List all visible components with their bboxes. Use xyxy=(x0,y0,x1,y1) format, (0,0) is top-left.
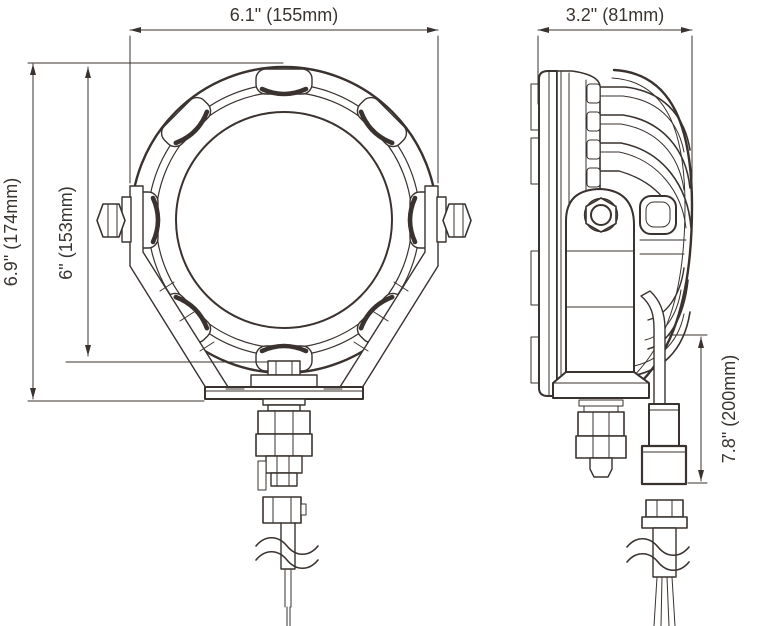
right-bolt-facets xyxy=(453,203,464,238)
arrowhead xyxy=(698,337,704,348)
dim-front-overall-height-label: 6.9" (174mm) xyxy=(1,178,21,286)
hex-nut-1 xyxy=(257,410,311,435)
connector-body xyxy=(262,496,302,524)
fin-root xyxy=(586,83,601,104)
front-cable xyxy=(280,522,296,626)
stud-plug xyxy=(589,457,613,478)
rim-tab xyxy=(255,68,313,97)
left-bolt-facets xyxy=(107,203,118,238)
dim-front-width-label: 6.1" (155mm) xyxy=(230,5,338,25)
arrowhead xyxy=(130,27,141,33)
dim-front-body-height: 6" (153mm) xyxy=(56,66,269,363)
extension-lines xyxy=(668,334,708,484)
side-wires xyxy=(653,576,676,626)
mating-connector-flange xyxy=(641,516,688,529)
cable-upper xyxy=(280,522,296,570)
bezel-tab-bump xyxy=(530,250,540,306)
hex-nut-2 xyxy=(575,435,627,459)
left-bolt-hex-head xyxy=(96,203,126,238)
bezel-profile xyxy=(538,70,558,397)
rim-tab xyxy=(356,96,408,148)
side-front-bezel xyxy=(530,70,558,397)
fin-root xyxy=(586,167,601,188)
front-base-mount xyxy=(204,360,364,400)
side-mating-connector xyxy=(641,499,688,578)
bracket-right-hatch xyxy=(353,281,409,352)
front-connector xyxy=(262,496,307,524)
base-stem-block xyxy=(250,374,318,388)
mating-connector-top xyxy=(645,499,684,518)
stud-washer-1 xyxy=(262,398,306,406)
stud-plug-lower xyxy=(270,472,298,487)
arrowhead xyxy=(538,27,549,33)
bezel-tab-bump xyxy=(530,336,540,384)
front-cable-break xyxy=(255,536,319,570)
right-bolt-hex-head xyxy=(442,203,472,238)
side-stud-assembly xyxy=(575,399,627,478)
extension-lines xyxy=(537,35,693,201)
side-bracket-arm xyxy=(565,188,635,395)
dim-side-cable-length-label: 7.8" (200mm) xyxy=(719,355,739,463)
side-cable-connector xyxy=(640,444,688,486)
stud-plug-upper xyxy=(265,455,303,474)
fin-root xyxy=(586,111,601,132)
front-lens xyxy=(175,111,393,329)
arrowhead xyxy=(85,345,91,356)
hex-nut-2 xyxy=(255,433,313,457)
dim-side-depth: 3.2" (81mm) xyxy=(537,5,693,201)
front-left-bolt xyxy=(96,196,132,243)
pivot-hex xyxy=(585,197,617,233)
arrowhead xyxy=(681,27,692,33)
side-handle-slot xyxy=(639,195,677,235)
front-view xyxy=(96,65,472,626)
connector-tab xyxy=(300,503,307,516)
dim-front-body-height-label: 6" (153mm) xyxy=(56,186,76,279)
side-foot xyxy=(552,371,650,399)
arrowhead xyxy=(30,388,36,399)
hex-nut-1 xyxy=(577,411,625,437)
front-stud-assembly xyxy=(255,398,313,491)
bezel-tab-bump xyxy=(530,137,540,185)
dim-front-width: 6.1" (155mm) xyxy=(129,5,439,184)
side-cable-sleeve xyxy=(648,403,680,447)
dimensions: 6.1" (155mm) 3.2" (81mm) 6.9" (174mm) 6"… xyxy=(1,5,739,484)
dim-side-depth-label: 3.2" (81mm) xyxy=(566,5,664,25)
arrowhead xyxy=(85,67,91,78)
stud-washer-2 xyxy=(583,405,619,413)
bracket-left-hatch xyxy=(159,281,215,352)
arrowhead xyxy=(427,27,438,33)
extension-lines xyxy=(27,62,284,402)
stud-plug-flange xyxy=(257,460,267,491)
side-view xyxy=(530,68,694,626)
base-stem xyxy=(267,360,301,376)
dim-side-cable-length: 7.8" (200mm) xyxy=(668,334,739,484)
front-right-bolt xyxy=(436,196,472,243)
stud-washer-2 xyxy=(267,404,301,412)
extension-lines xyxy=(129,35,439,184)
stud-washer-1 xyxy=(578,399,624,407)
cable-lower xyxy=(284,568,292,626)
side-wire-break xyxy=(626,537,690,572)
arrowhead xyxy=(698,470,704,481)
rim-tab xyxy=(160,96,212,148)
side-pivot-bolt xyxy=(583,197,619,233)
dim-front-overall-height: 6.9" (174mm) xyxy=(1,62,284,402)
arrowhead xyxy=(30,64,36,75)
fin-root xyxy=(586,139,601,160)
